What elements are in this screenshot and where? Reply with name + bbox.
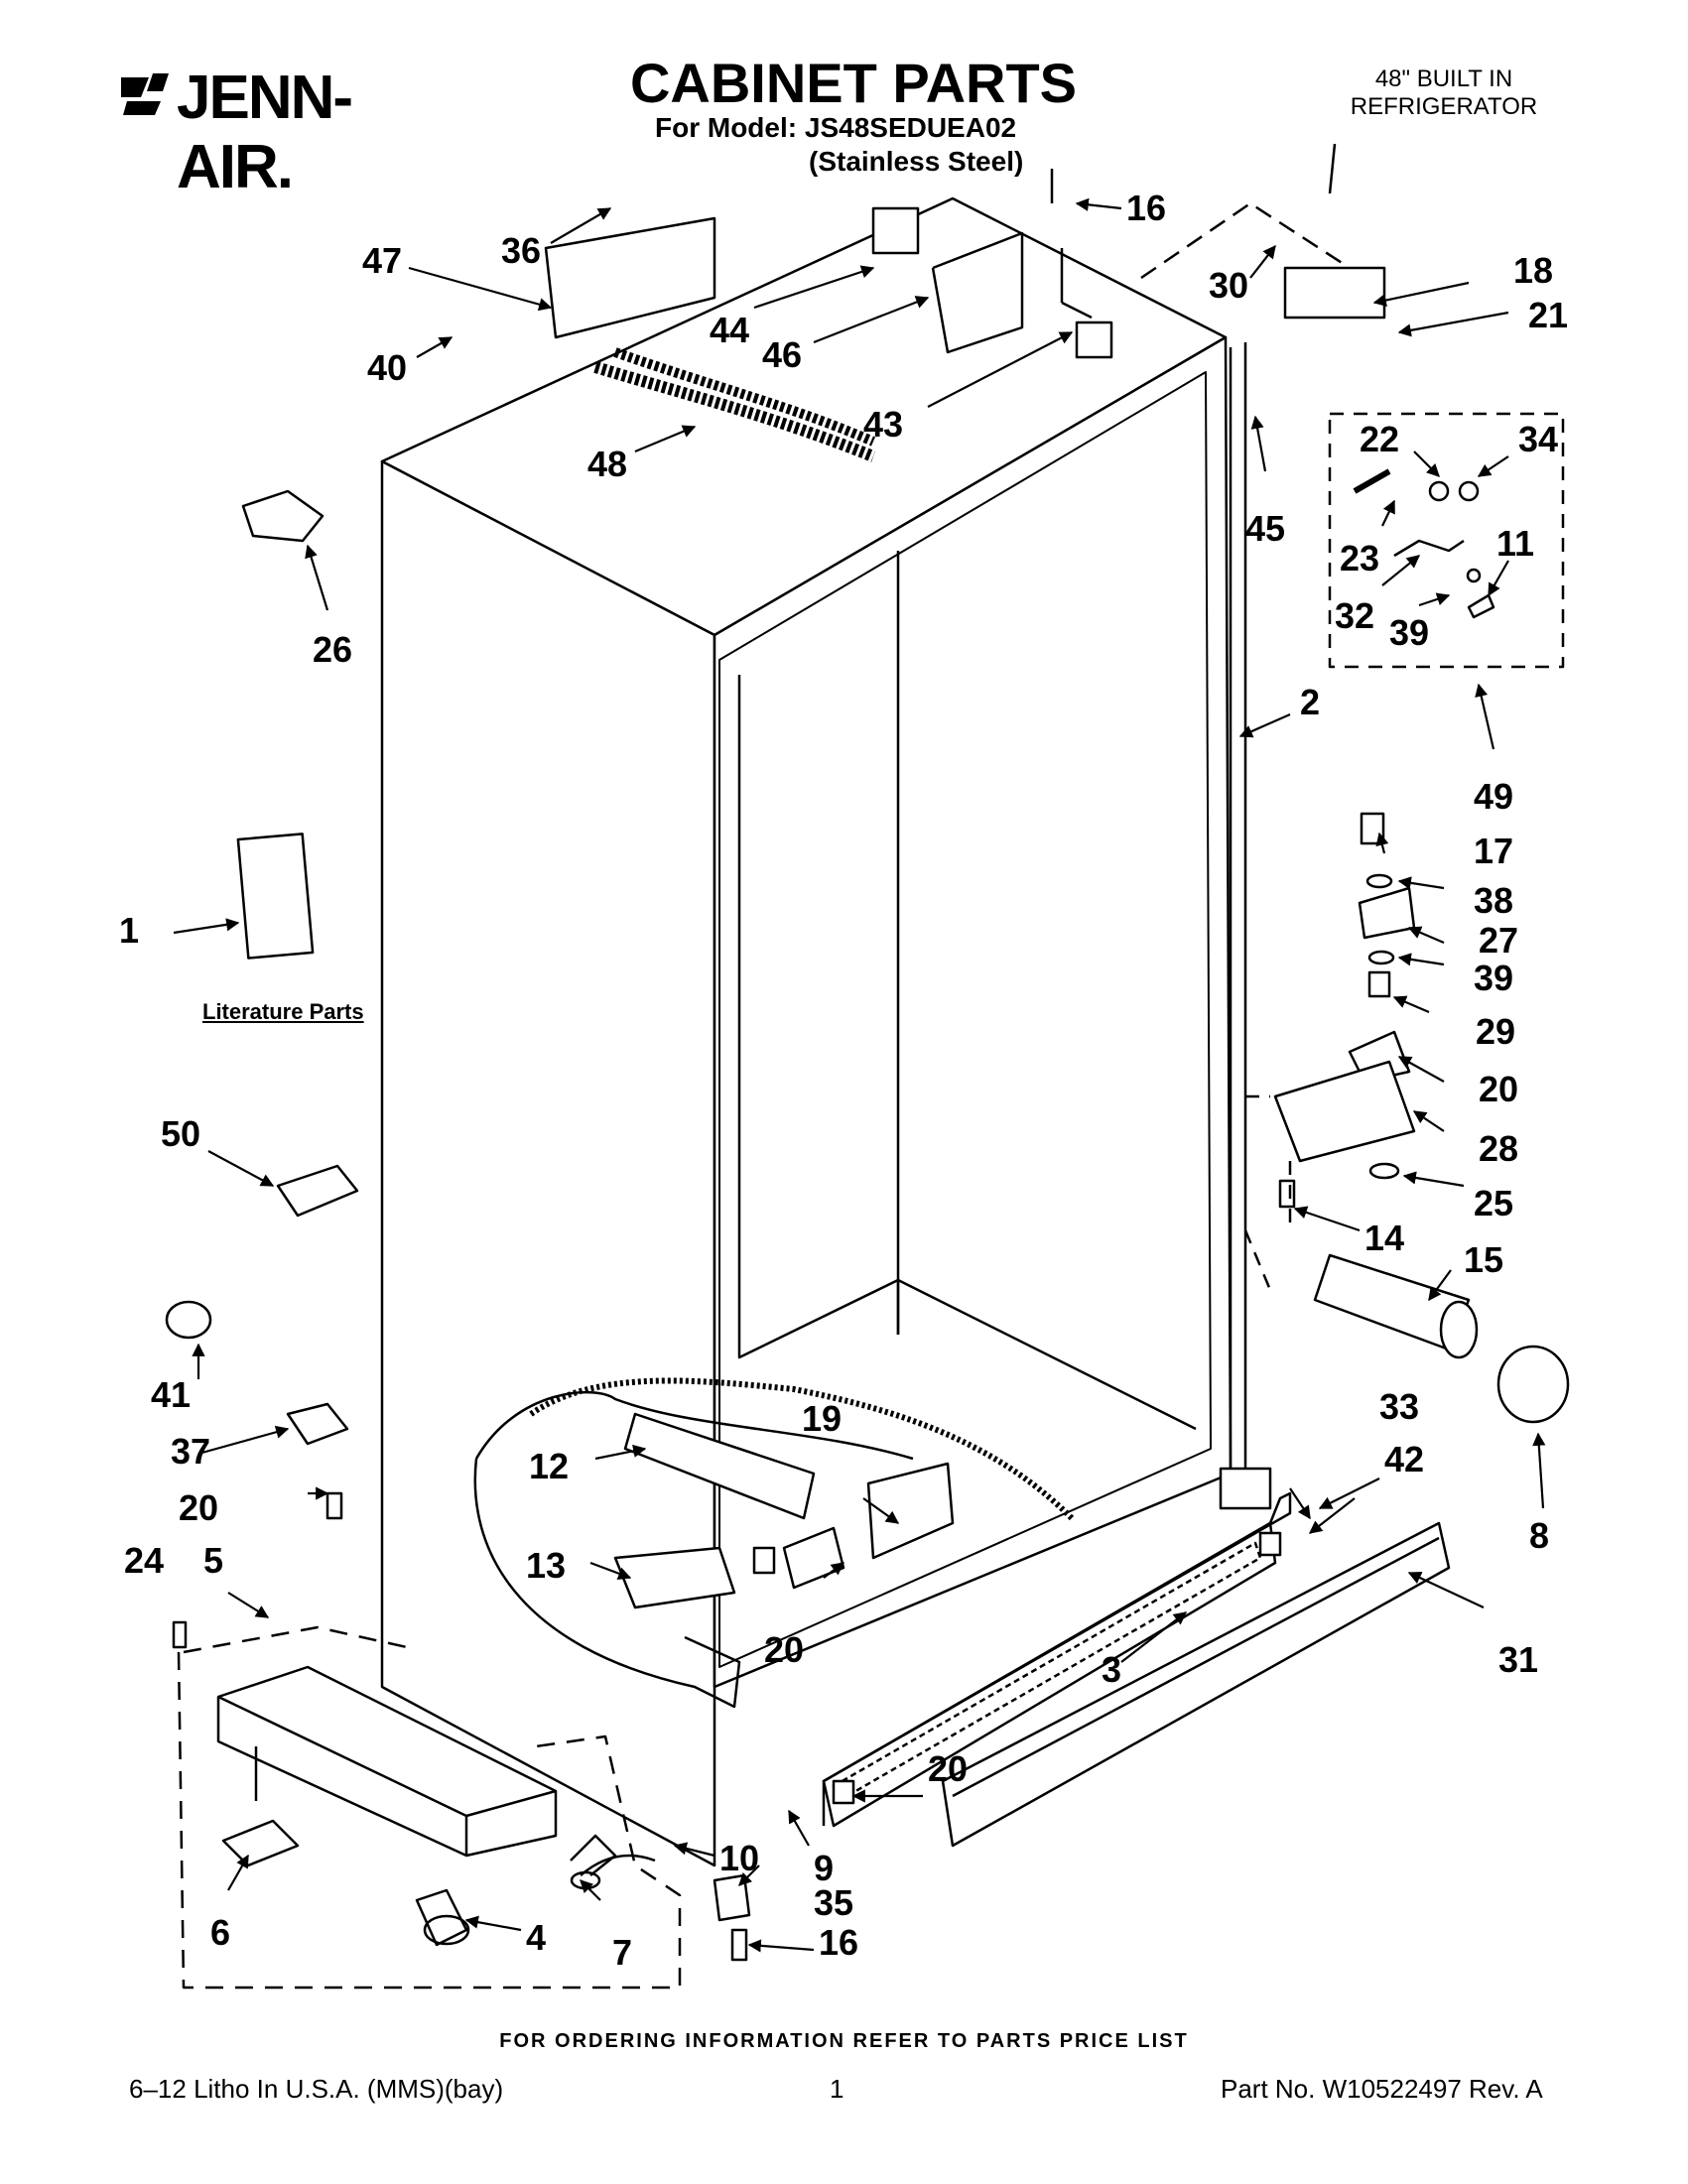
callout-45: 44 [710,310,749,350]
page-number: 1 [830,2074,844,2104]
screw-20d [832,1779,855,1805]
callout-36: 35 [814,1882,853,1923]
callout-17: 17 [1474,831,1513,871]
callout-25: 24 [124,1540,164,1581]
callout-39a: 38 [1474,880,1513,921]
callout-31: 30 [1209,265,1248,306]
callout-11: 11 [1496,523,1534,564]
water-filter [1313,1253,1570,1424]
callout-4: 4 [526,1917,546,1958]
callout-9: 9 [814,1848,834,1888]
screw-20 [325,1491,343,1520]
callout-2: 2 [1300,682,1320,722]
literature-parts-label: Literature Parts [202,999,364,1024]
model-line: For Model: JS48SEDUEA02 [655,112,1017,143]
callout-3: 3 [1102,1649,1121,1690]
callout-28: 27 [1479,920,1518,961]
callout-39b: 39 [1474,958,1513,998]
callout-5: 5 [203,1540,223,1581]
screw-16b [730,1928,748,1962]
callout-29: 28 [1479,1128,1518,1169]
callout-numbers: 1 2 3 4 5 6 7 8 9 10 11 12 13 14 15 16 1… [119,188,1568,1973]
part-9 [570,1834,617,1876]
literature-pack [236,833,315,960]
callout-26: 25 [1474,1183,1513,1223]
callout-44: 43 [863,404,903,445]
callout-1: 1 [119,910,139,951]
callout-22: 21 [1528,295,1568,335]
caster-frame [216,1665,558,1947]
part-42 [165,1300,212,1340]
callout-30: 29 [1476,1011,1515,1052]
jenn-air-logo: JENN-AIR. [119,64,456,201]
callout-24: 23 [1340,538,1379,578]
finish-line: (Stainless Steel) [809,146,1024,177]
screw-43 [1258,1531,1282,1557]
callout-37: 36 [501,230,541,271]
ordering-note: FOR ORDERING INFORMATION REFER TO PARTS … [499,2030,1189,2052]
door-hinge-stack [1243,812,1416,1291]
product-type-line1: 48" BUILT IN [1374,65,1513,92]
callout-38: 37 [171,1431,210,1472]
callout-18: 18 [1513,250,1553,291]
screw-20c [752,1546,776,1575]
bracket-34 [1219,1467,1272,1510]
callout-15: 15 [1464,1239,1503,1280]
callout-40: 39 [1389,612,1429,653]
callout-20b: 20 [764,1629,804,1670]
litho-info: 6–12 Litho In U.S.A. (MMS)(bay) [129,2074,504,2104]
product-type-line2: REFRIGERATOR [1350,93,1538,120]
callout-8: 8 [1529,1515,1549,1556]
part-36 [713,1873,751,1922]
callout-10: 10 [719,1838,759,1878]
callout-16b: 16 [819,1922,858,1963]
callout-49: 48 [587,444,627,484]
callout-32: 31 [1498,1639,1538,1680]
callout-21: 20 [1479,1069,1518,1109]
callout-27: 26 [313,629,352,670]
page-title: CABINET PARTS [629,52,1078,114]
callout-33: 32 [1335,595,1374,636]
callout-41: 40 [367,347,407,388]
hinge-parts [1353,468,1495,619]
callout-47: 46 [762,334,802,375]
callout-35: 34 [1518,419,1558,459]
brand-name: JENN-AIR. [177,64,353,201]
leader-lines [173,197,1546,1953]
callout-51: 50 [161,1113,200,1154]
part-10 [580,1854,656,1876]
callout-42: 41 [151,1374,191,1415]
callout-19: 19 [802,1398,842,1439]
part-27 [241,489,325,543]
callout-14: 14 [1364,1218,1404,1258]
callout-50: 49 [1474,776,1513,817]
product-type: 48" BUILT IN REFRIGERATOR [1320,65,1568,121]
jenn-air-logo-mark-icon [121,73,169,115]
screw-25 [172,1620,188,1649]
part-38 [286,1402,349,1446]
callout-16: 16 [1126,188,1166,228]
callout-34: 33 [1379,1386,1419,1427]
callout-43: 42 [1384,1439,1424,1479]
machine-compartment [473,1377,1075,1709]
callout-23: 22 [1360,419,1399,459]
callout-13: 13 [526,1545,566,1586]
top-details [544,143,1386,462]
callout-20a: 20 [179,1487,218,1528]
callout-48: 47 [362,240,402,281]
part-51 [276,1164,359,1218]
callout-7: 7 [612,1932,632,1973]
callout-12: 12 [529,1446,569,1486]
part-number: Part No. W10522497 Rev. A [1221,2074,1543,2104]
callout-6: 6 [210,1912,230,1953]
callout-46: 45 [1245,508,1285,549]
callout-20c: 20 [928,1748,968,1789]
